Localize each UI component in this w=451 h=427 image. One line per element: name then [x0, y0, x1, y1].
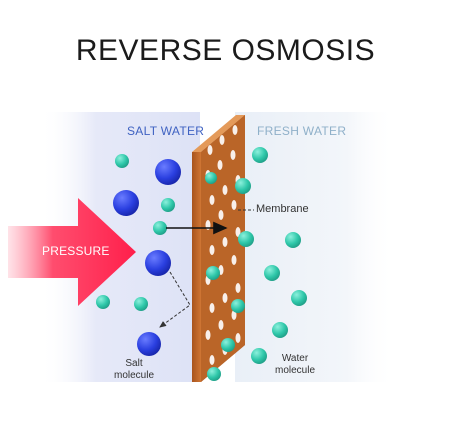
- fresh-water-label: FRESH WATER: [257, 124, 347, 138]
- water-molecule: [153, 221, 167, 235]
- water-molecule: [264, 265, 280, 281]
- salt-molecule-label-line1: Salt: [125, 358, 143, 369]
- salt-molecule: [155, 159, 181, 185]
- salt-molecule: [113, 190, 139, 216]
- water-molecule: [285, 232, 301, 248]
- salt-water-label: SALT WATER: [127, 124, 205, 138]
- water-molecule-label-line2: molecule: [274, 365, 316, 376]
- water-molecule: [235, 178, 251, 194]
- salt-molecule: [137, 332, 161, 356]
- water-molecule: [115, 154, 129, 168]
- salt-side-molecules: [96, 154, 181, 356]
- water-molecule: [161, 198, 175, 212]
- fresh-side-molecules: [235, 147, 307, 364]
- water-molecule: [291, 290, 307, 306]
- water-molecule: [251, 348, 267, 364]
- salt-molecule: [145, 250, 171, 276]
- pressure-label: PRESSURE: [42, 244, 110, 258]
- salt-molecule-label-line2: molecule: [113, 370, 155, 381]
- water-molecule-label-line1: Water: [281, 353, 309, 364]
- water-molecule: [238, 231, 254, 247]
- salt-deflection-arrow: [159, 271, 191, 328]
- membrane-label: Membrane: [256, 203, 309, 215]
- water-molecule-label: Water molecule: [255, 353, 335, 377]
- salt-molecule-label: Salt molecule: [104, 358, 164, 382]
- water-molecule: [134, 297, 148, 311]
- water-molecule: [272, 322, 288, 338]
- water-molecule: [252, 147, 268, 163]
- diagram-title: REVERSE OSMOSIS: [75, 34, 376, 67]
- pressure-arrow: [8, 198, 136, 306]
- membrane: [192, 115, 245, 382]
- water-molecule: [96, 295, 110, 309]
